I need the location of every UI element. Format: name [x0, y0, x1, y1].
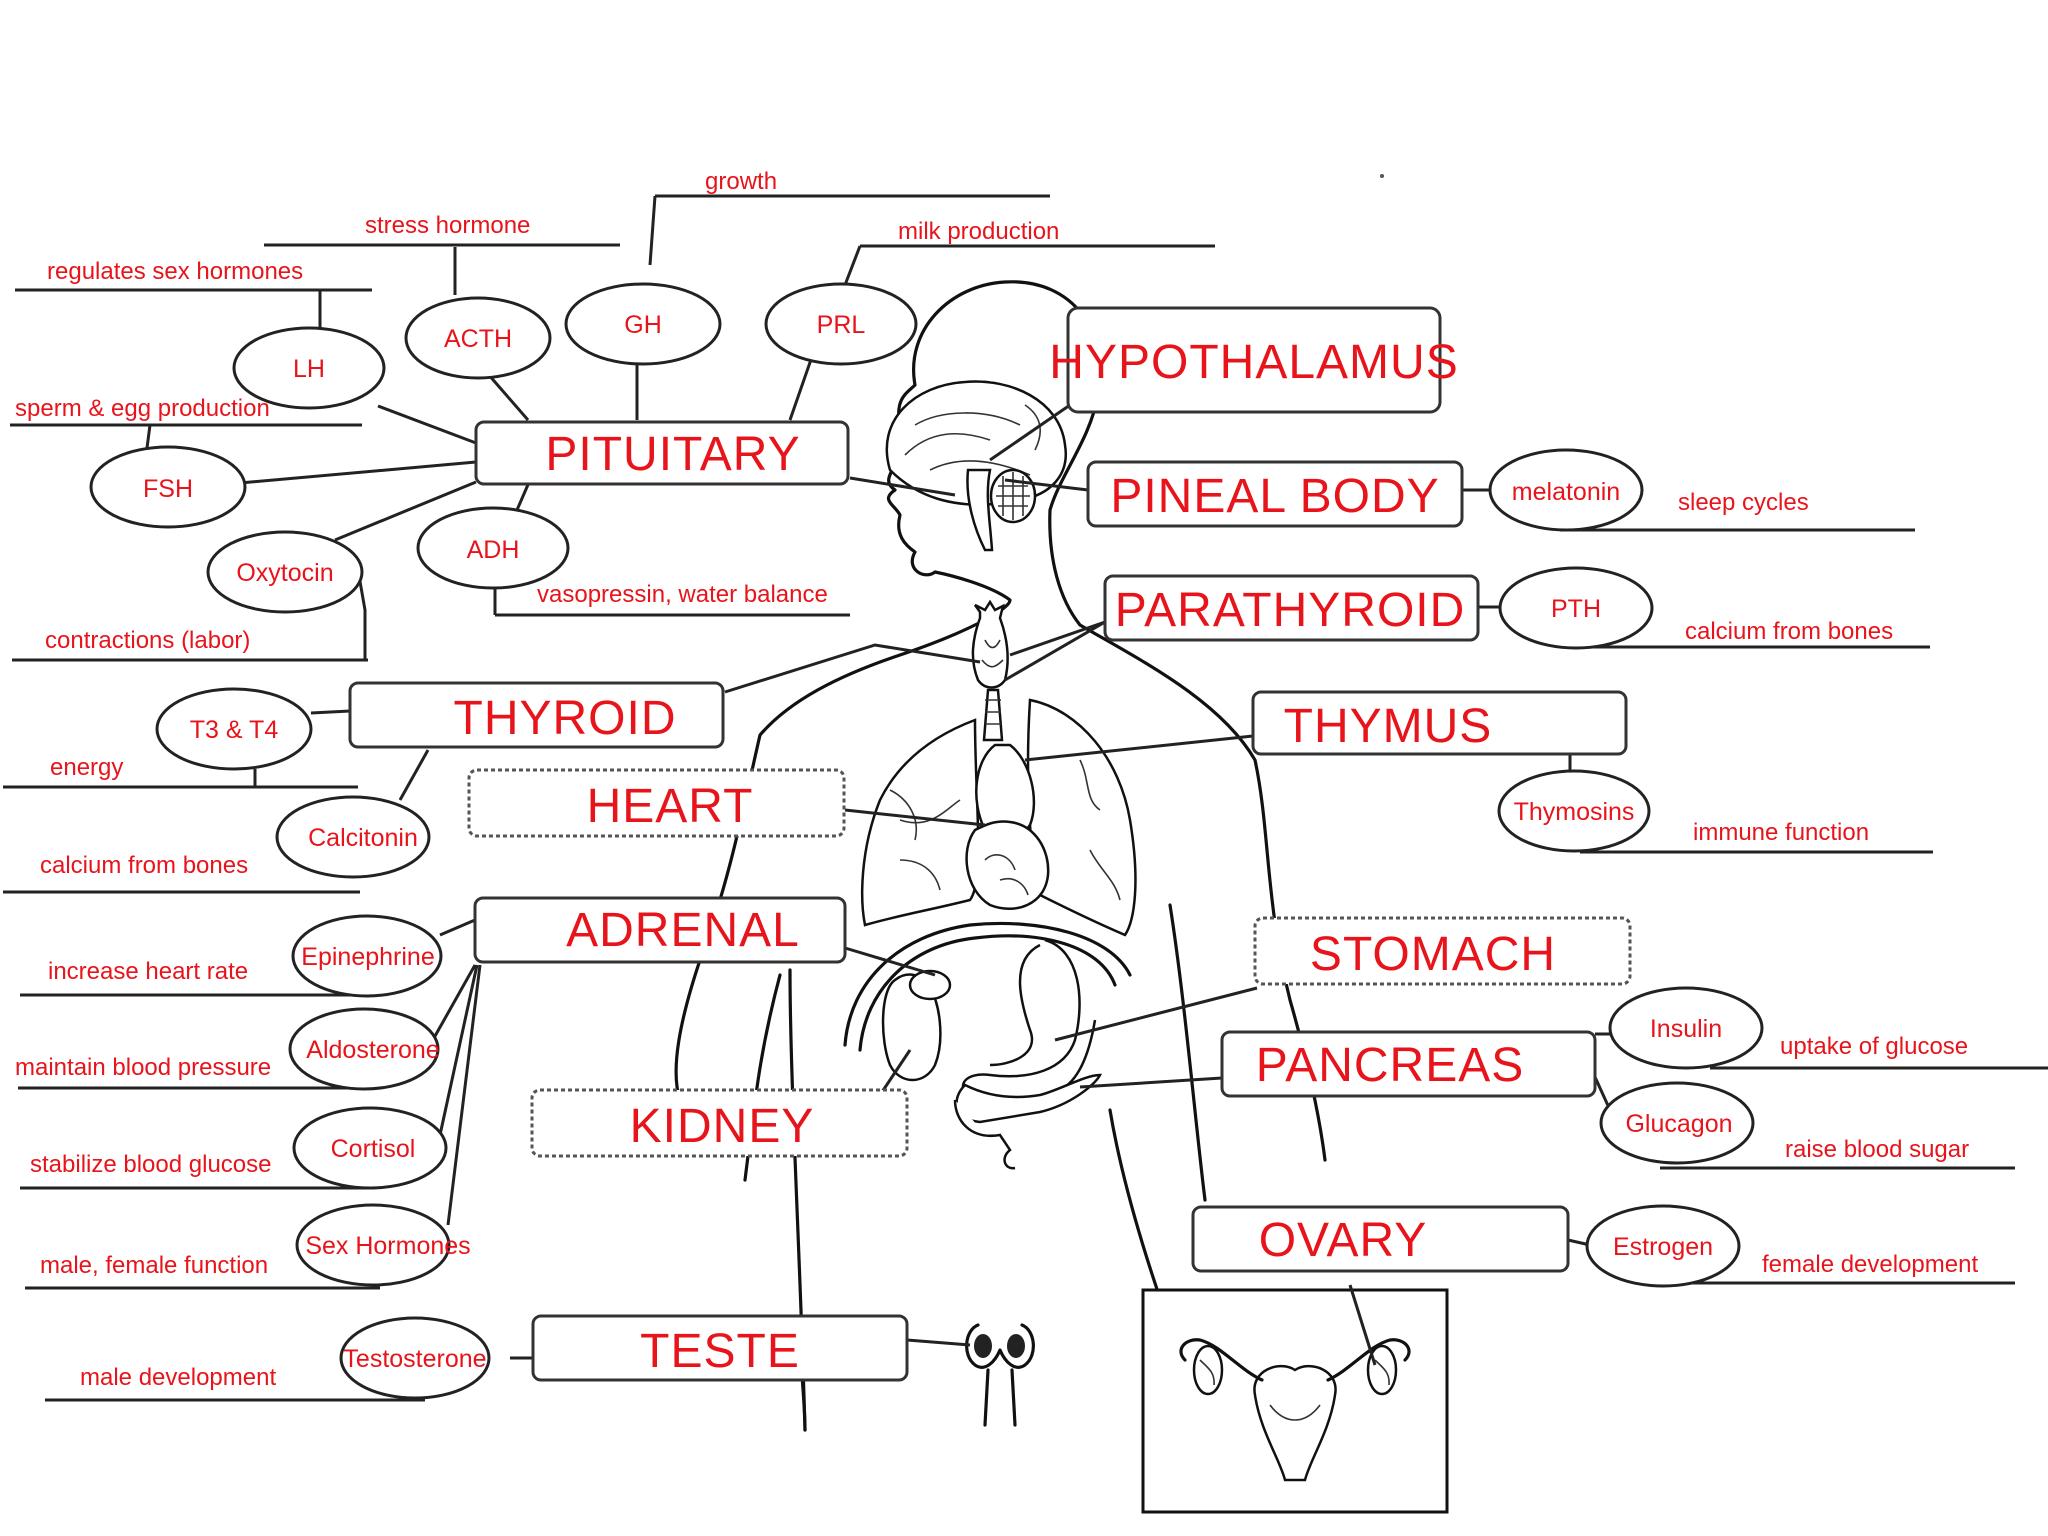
note-female-development: female development: [1762, 1251, 1978, 1278]
pancreas-label: PANCREAS: [1256, 1039, 1525, 1092]
parathyroid-label: PARATHYROID: [1115, 584, 1466, 637]
oxytocin-label: Oxytocin: [236, 559, 333, 587]
note-male-development: male development: [80, 1364, 276, 1391]
note-calcium-pth: calcium from bones: [1685, 618, 1893, 645]
hypothalamus-label: HYPOTHALAMUS: [1049, 336, 1458, 389]
acth-label: ACTH: [444, 325, 512, 353]
prl-label: PRL: [817, 311, 866, 339]
note-stress-hormone: stress hormone: [365, 212, 530, 239]
aldosterone-label: Aldosterone: [306, 1036, 439, 1064]
note-vasopressin: vasopressin, water balance: [537, 581, 828, 608]
note-male-female-function: male, female function: [40, 1252, 268, 1279]
t3t4-label: T3 & T4: [190, 716, 279, 744]
note-raise-blood-sugar: raise blood sugar: [1785, 1136, 1969, 1163]
stray-dot: [1380, 174, 1384, 178]
testosterone-label: Testosterone: [343, 1345, 486, 1373]
ovary-uterus-inset: [1143, 1290, 1447, 1512]
sex-hormones-label: Sex Hormones: [305, 1232, 470, 1260]
note-sleep-cycles: sleep cycles: [1678, 489, 1809, 516]
fsh-label: FSH: [143, 475, 193, 503]
gh-label: GH: [624, 311, 662, 339]
ovary-label: OVARY: [1259, 1214, 1428, 1267]
insulin-label: Insulin: [1650, 1015, 1722, 1043]
note-increase-heart-rate: increase heart rate: [48, 958, 248, 985]
melatonin-label: melatonin: [1512, 478, 1620, 506]
note-contractions: contractions (labor): [45, 627, 250, 654]
adrenal-label: ADRENAL: [566, 904, 800, 957]
pituitary-label: PITUITARY: [545, 428, 800, 481]
glucagon-label: Glucagon: [1625, 1110, 1732, 1138]
pth-label: PTH: [1551, 595, 1601, 623]
note-calcium-calcitonin: calcium from bones: [40, 852, 248, 879]
teste-label: TESTE: [640, 1325, 800, 1378]
note-sperm-egg: sperm & egg production: [15, 395, 270, 422]
thyroid-illustration: [973, 602, 1008, 740]
note-energy: energy: [50, 754, 123, 781]
note-growth: growth: [705, 168, 777, 195]
stomach-label: STOMACH: [1310, 928, 1556, 981]
cortisol-label: Cortisol: [331, 1135, 416, 1163]
lh-label: LH: [293, 355, 325, 383]
note-milk-production: milk production: [898, 218, 1059, 245]
calcitonin-label: Calcitonin: [308, 824, 418, 852]
estrogen-label: Estrogen: [1613, 1233, 1713, 1261]
epinephrine-label: Epinephrine: [301, 943, 434, 971]
note-regulates-sex-hormones: regulates sex hormones: [47, 258, 303, 285]
pineal-label: PINEAL BODY: [1110, 470, 1439, 523]
note-uptake-glucose: uptake of glucose: [1780, 1033, 1968, 1060]
testes-illustration: [967, 1325, 1034, 1425]
brain-illustration: [887, 382, 1066, 550]
note-immune-function: immune function: [1693, 819, 1869, 846]
thyroid-label: THYROID: [454, 692, 677, 745]
kidney-label: KIDNEY: [630, 1100, 815, 1153]
thymus-label: THYMUS: [1284, 700, 1493, 753]
heart-label: HEART: [587, 780, 754, 833]
adh-label: ADH: [467, 536, 520, 564]
note-maintain-bp: maintain blood pressure: [15, 1054, 271, 1081]
note-stabilize-glucose: stabilize blood glucose: [30, 1151, 272, 1178]
thymosins-label: Thymosins: [1514, 798, 1635, 826]
